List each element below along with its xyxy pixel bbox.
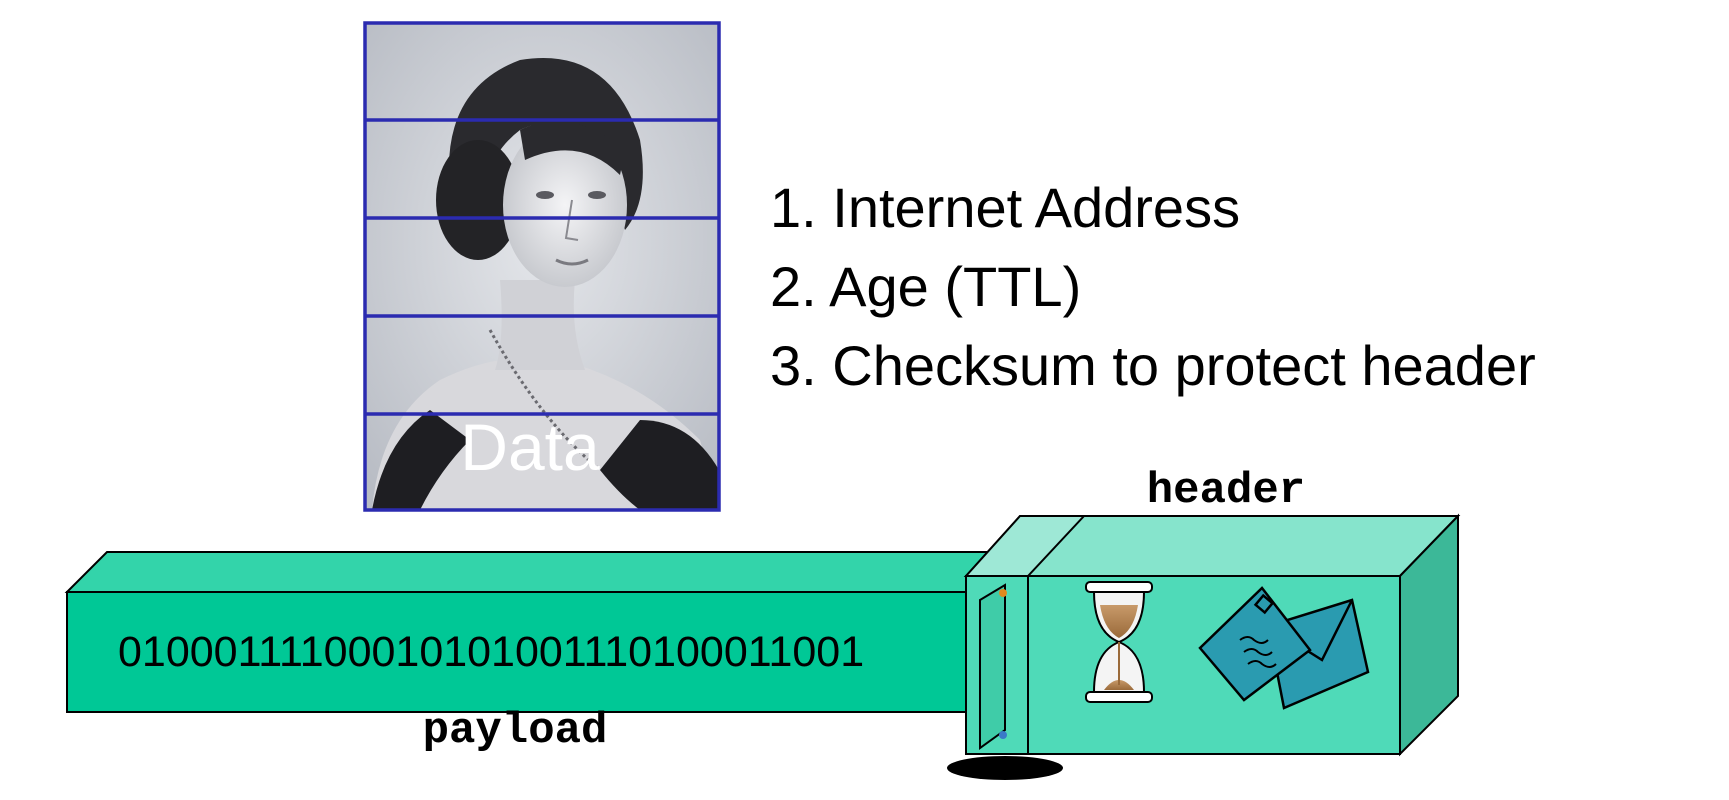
- header-fields-list: 1. Internet Address 2. Age (TTL) 3. Chec…: [770, 176, 1536, 397]
- hourglass-icon: [1085, 581, 1153, 703]
- header-field-address: 1. Internet Address: [770, 176, 1240, 239]
- header-field-ttl: 2. Age (TTL): [770, 255, 1081, 318]
- payload-label: payload: [423, 706, 608, 756]
- portrait-image: [372, 57, 719, 510]
- header-label: header: [1147, 466, 1305, 516]
- photo-slice-lines: [363, 21, 721, 512]
- data-photo: Data: [363, 21, 721, 512]
- envelope-icon: [1198, 586, 1370, 710]
- header-field-checksum: 3. Checksum to protect header: [770, 334, 1536, 397]
- photo-caption: Data: [460, 410, 600, 484]
- payload-bar: [64, 551, 1013, 713]
- payload-bits: 01000111100010101001110100011001: [118, 628, 864, 676]
